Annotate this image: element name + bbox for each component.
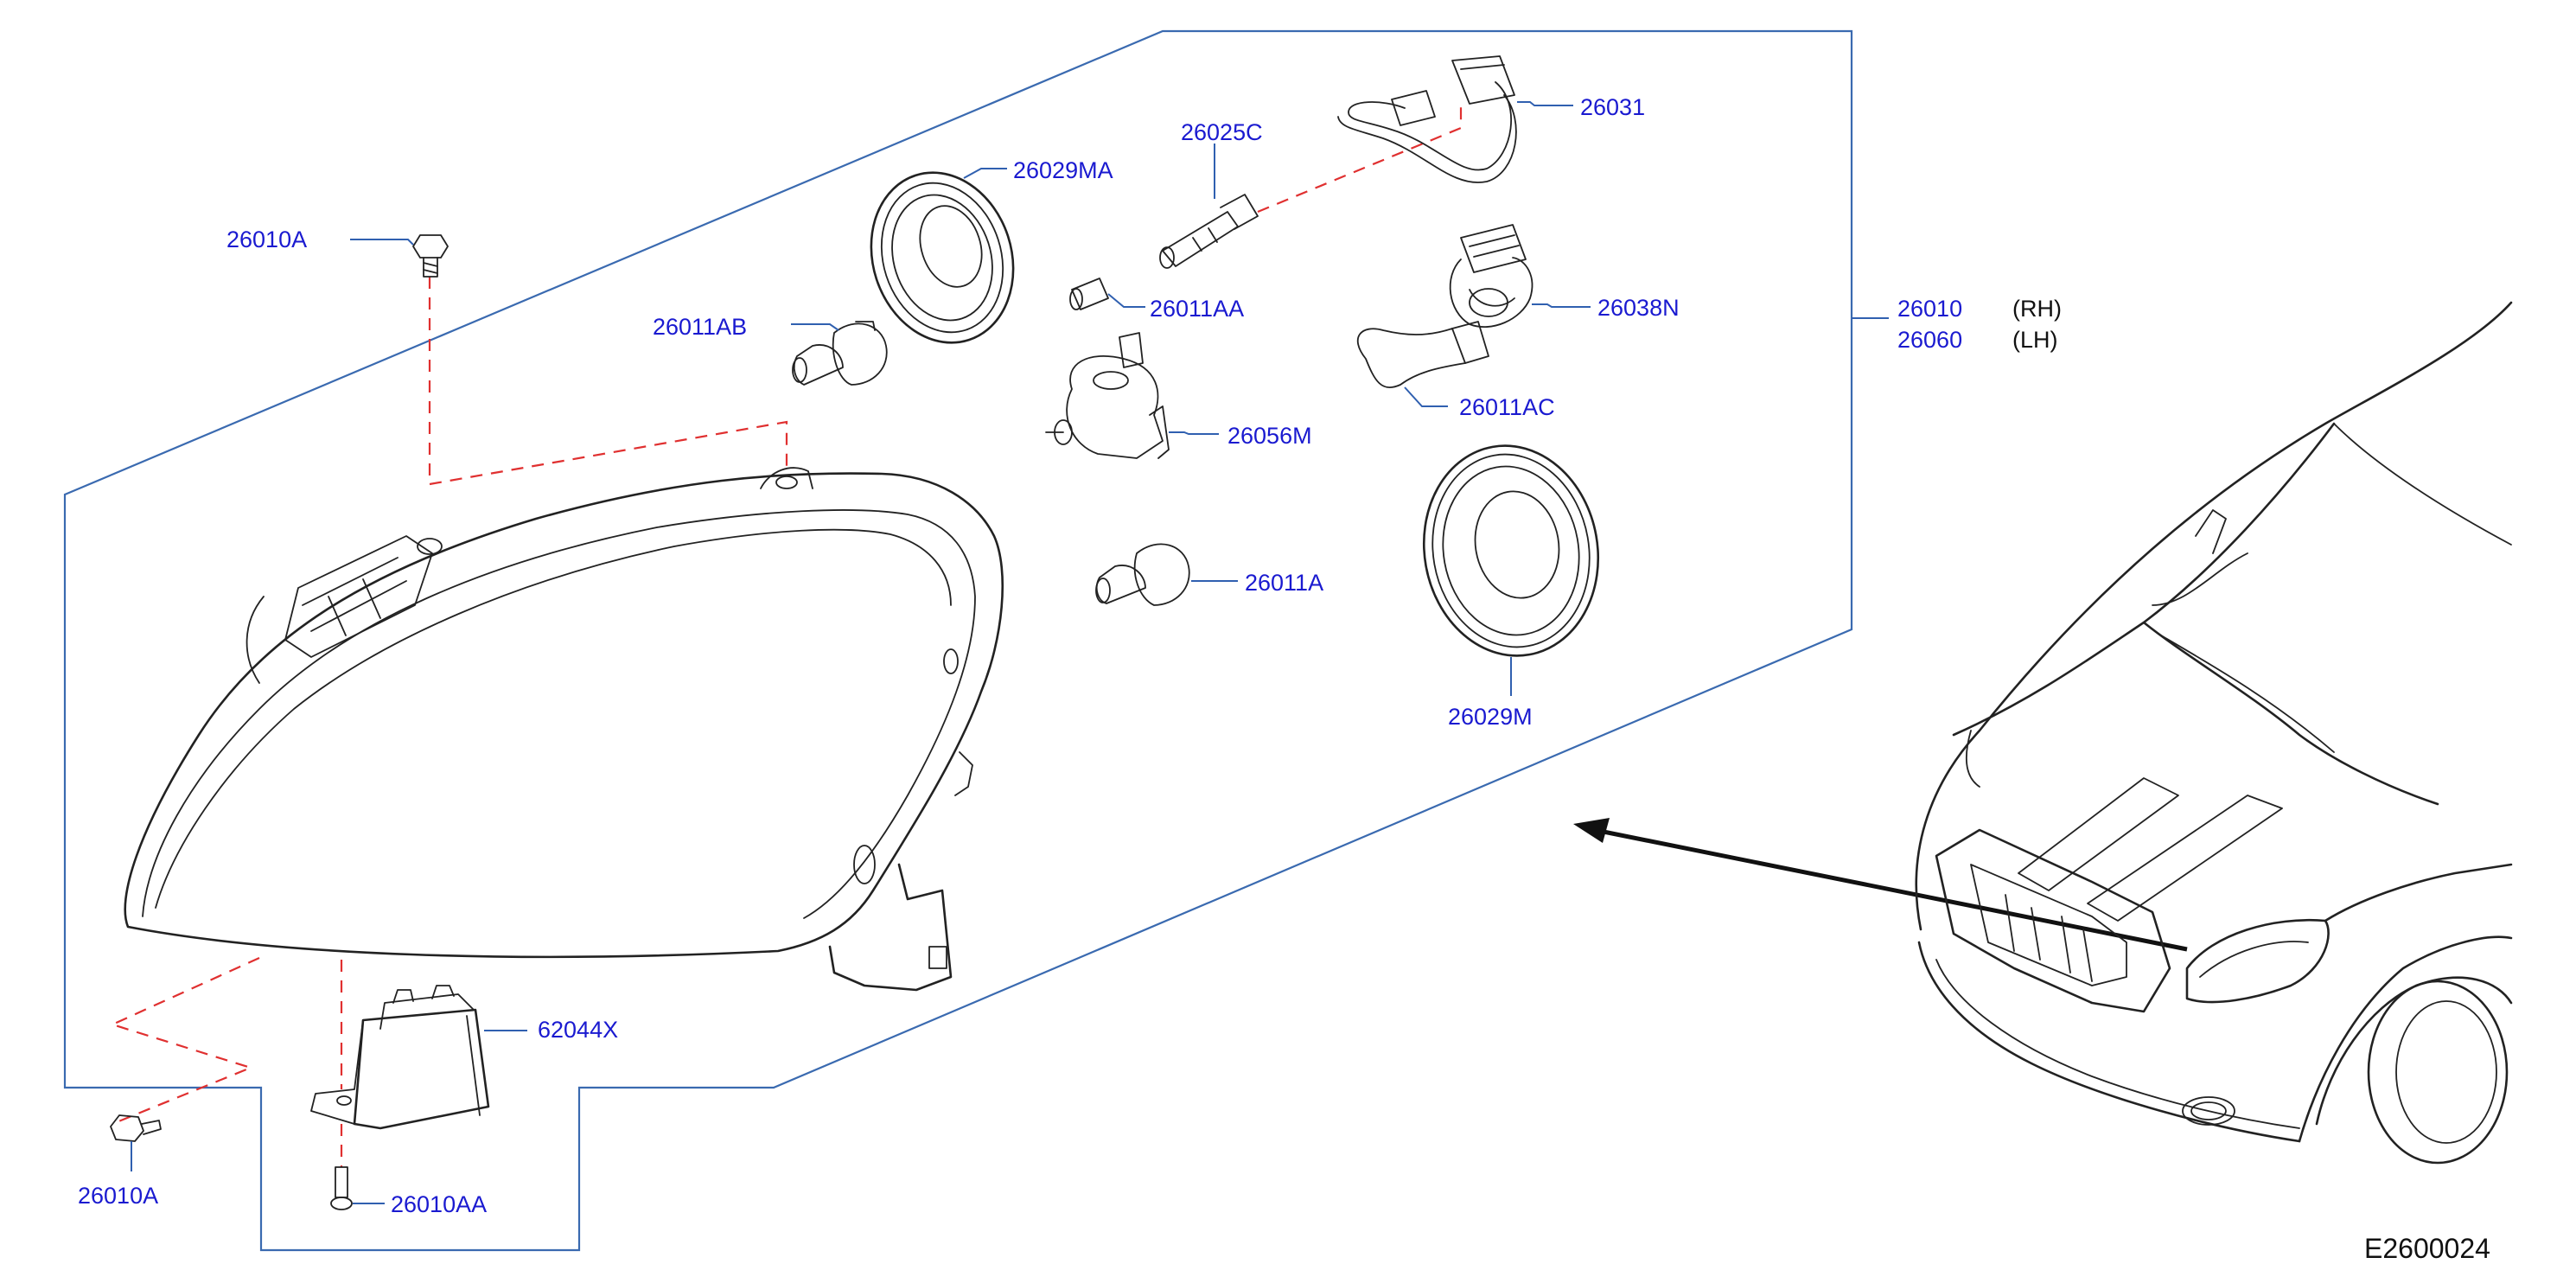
label-26038N: 26038N [1597, 295, 1680, 321]
harness-26031-icon [1337, 55, 1517, 183]
label-26010A-bottom: 26010A [78, 1183, 158, 1209]
screw-26010AA-icon [330, 1166, 353, 1210]
leader-26011AB [791, 323, 839, 331]
assembly-side-rh: (RH) [2012, 296, 2062, 322]
top-bolt-icon [412, 234, 449, 278]
dash-line-top-bolt [428, 277, 788, 486]
assembly-frame [63, 29, 1853, 1252]
label-26025C: 26025C [1181, 119, 1263, 145]
assembly-side-lh: (LH) [2012, 327, 2058, 353]
dash-line-harness [1257, 104, 1463, 214]
diagram-code: E2600024 [2364, 1233, 2490, 1264]
headlamp-housing [124, 467, 1004, 992]
leader-26029MA [963, 168, 1007, 179]
vehicle-front-illustration [1915, 301, 2513, 1165]
assembly-part-rh: 26010 [1897, 296, 1962, 322]
bulb-26011AB-icon [792, 321, 888, 386]
label-26056M: 26056M [1227, 423, 1312, 449]
bracket-62044X-icon [310, 985, 490, 1130]
label-26029M: 26029M [1448, 704, 1533, 730]
label-26011AC: 26011AC [1459, 394, 1555, 420]
leader-26011AA [1107, 293, 1145, 308]
label-26010A-top: 26010A [226, 227, 307, 252]
leader-26010A-top [350, 239, 414, 246]
label-26031: 26031 [1580, 94, 1645, 120]
bottom-bolt-icon [110, 1114, 162, 1142]
motor-26056M-icon [1045, 332, 1170, 459]
dash-line-left-bracket [109, 956, 260, 1126]
label-26011A: 26011A [1245, 570, 1323, 596]
socket-26038N-icon [1449, 224, 1533, 329]
label-26011AB: 26011AB [653, 314, 747, 340]
label-26029MA: 26029MA [1013, 157, 1113, 183]
assembly-part-lh: 26060 [1897, 327, 1962, 353]
leader-26038N [1532, 303, 1591, 308]
bulb-26011AA-icon [1069, 278, 1109, 310]
bulb-26011AC-icon [1356, 321, 1489, 389]
leader-26011AC [1404, 386, 1448, 407]
location-arrow [1573, 818, 2188, 952]
leader-26056M [1169, 431, 1219, 435]
leader-26031 [1517, 101, 1573, 106]
ring-26029M-icon [1422, 444, 1600, 657]
label-62044X: 62044X [538, 1017, 618, 1043]
label-26011AA: 26011AA [1150, 296, 1244, 322]
label-26010AA: 26010AA [391, 1191, 487, 1217]
ring-26029MA-icon [870, 171, 1015, 344]
bulb-26011A-icon [1095, 543, 1190, 606]
socket-26025C-icon [1159, 194, 1259, 269]
